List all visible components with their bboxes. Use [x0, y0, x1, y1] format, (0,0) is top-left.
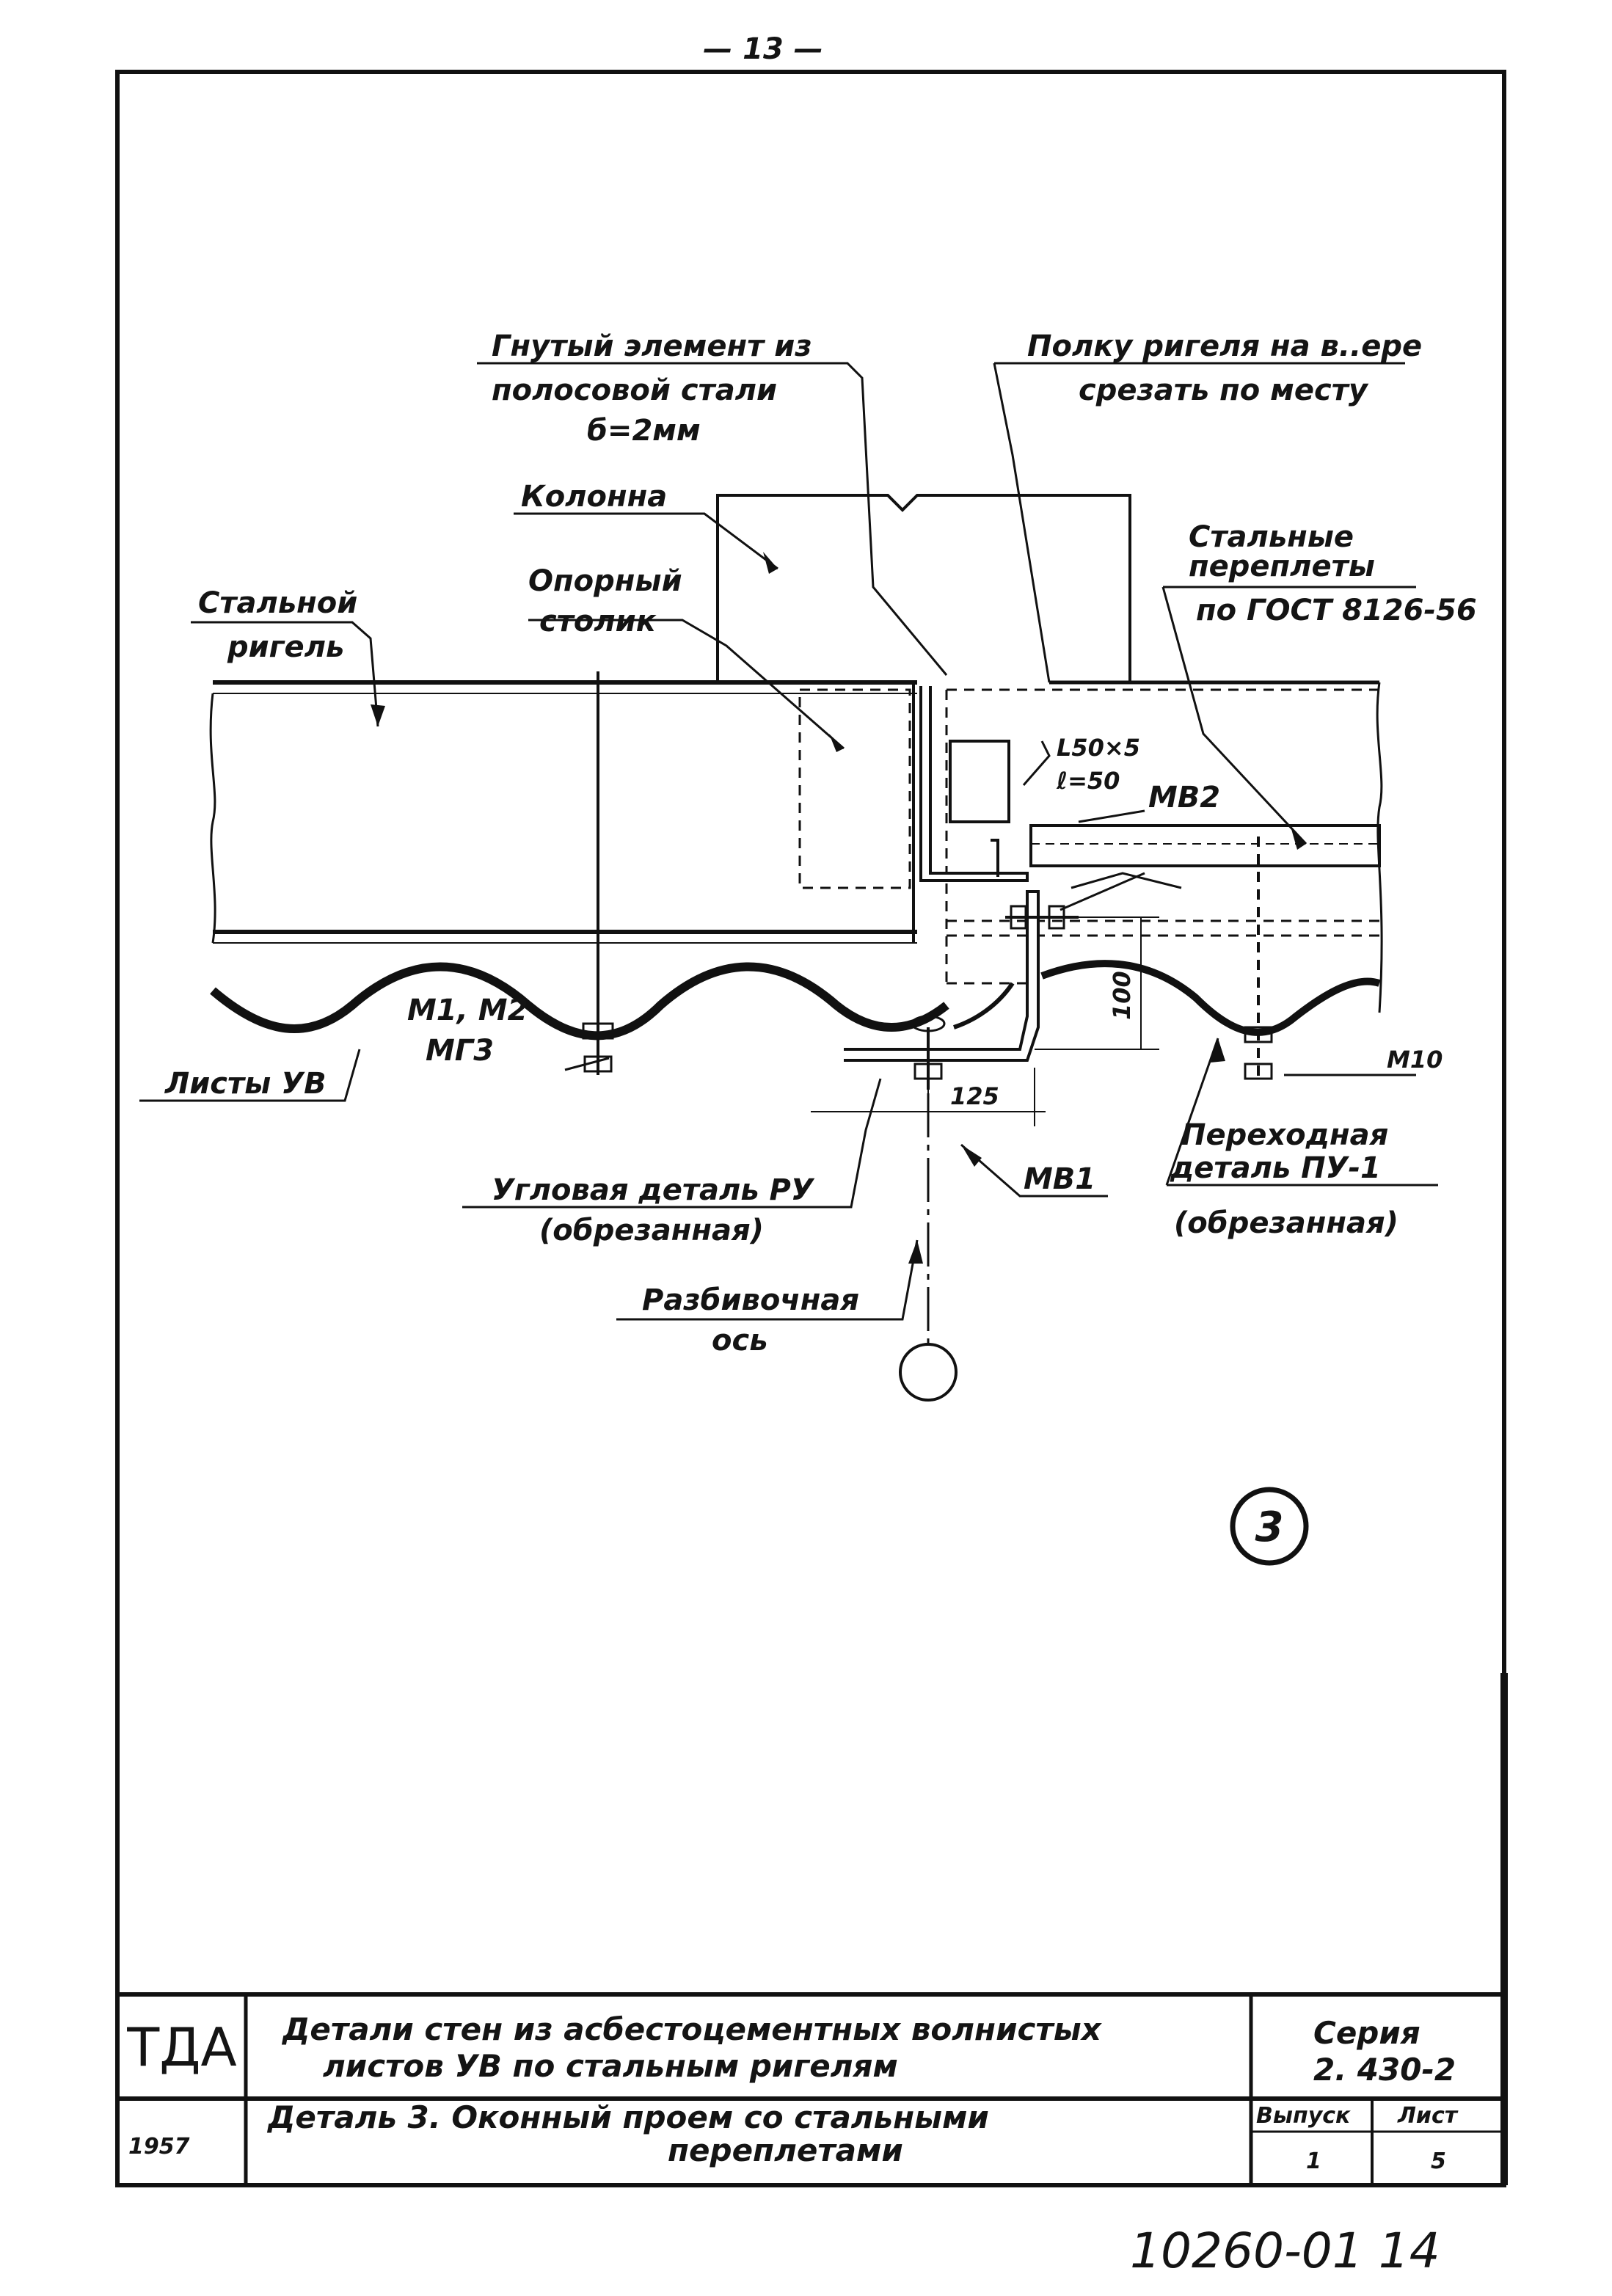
tb-sheet-value: 5: [1431, 2149, 1446, 2174]
label-sheets-uv: Листы УВ: [164, 1067, 327, 1101]
tb-title-line2: листов УВ по стальным ригелям: [323, 2048, 898, 2084]
corner-part-ru: [844, 890, 1040, 1062]
tb-issue-value: 1: [1306, 2149, 1321, 2174]
title-block-text: ТДА Детали стен из асбестоцементных волн…: [126, 2011, 1458, 2174]
tb-detail-line2: переплетами: [668, 2132, 903, 2168]
drawing-frame: [115, 70, 1506, 2187]
layout-axis-circle: [899, 1343, 958, 1402]
label-transition-part-3: (обрезанная): [1174, 1206, 1398, 1240]
label-transition-part-1: Переходная: [1181, 1118, 1388, 1152]
label-dim-125: 125: [950, 1082, 999, 1110]
label-bent-element-2: полосовой стали: [492, 373, 777, 407]
label-mg3: МГ3: [426, 1034, 494, 1068]
title-block: [117, 1992, 1504, 2185]
label-flange-cut-1: Полку ригеля на в..ере: [1027, 329, 1422, 363]
tb-year: 1957: [128, 2134, 190, 2160]
label-layout-axis-1: Разбивочная: [642, 1283, 859, 1317]
label-mv1: МВ1: [1024, 1162, 1095, 1196]
leader-arrows: [371, 552, 1306, 1264]
label-bent-element-1: Гнутый элемент из: [492, 329, 812, 363]
label-mv2: МВ2: [1148, 781, 1220, 814]
tb-sheet-label: Лист: [1397, 2103, 1459, 2129]
label-steel-frames-1: Стальные: [1189, 520, 1354, 554]
bolt-m10-nut: [1244, 1026, 1273, 1080]
tb-title-line1: Детали стен из асбестоцементных волнисты…: [281, 2011, 1103, 2047]
bent-strip-element: [919, 686, 1029, 882]
girder-right-break: [1376, 682, 1383, 1013]
label-m1m2: М1, М2: [407, 994, 528, 1027]
label-support-table-1: Опорный: [528, 564, 682, 598]
annotations: Гнутый элемент из полосовой стали б=2мм …: [164, 329, 1477, 1551]
corner-part-tab: [953, 982, 1015, 1029]
leader-lines: [139, 362, 1438, 1321]
corrugated-sheet-right: [1040, 960, 1381, 1036]
label-transition-part-2: деталь ПУ-1: [1170, 1151, 1381, 1185]
tb-detail-line1: Деталь 3. Оконный проем со стальными: [266, 2099, 989, 2135]
label-dim-100: 100: [1108, 971, 1136, 1020]
label-flange-cut-2: срезать по месту: [1079, 373, 1369, 407]
label-angle-size-2: ℓ=50: [1056, 767, 1120, 795]
angle-l50: [949, 740, 1010, 823]
detail-number: 3: [1255, 1504, 1284, 1551]
label-column: Колонна: [521, 480, 667, 514]
label-corner-part-1: Угловая деталь РУ: [492, 1173, 815, 1207]
label-steel-frames-3: по ГОСТ 8126-56: [1196, 594, 1477, 627]
detail-drawing: [139, 362, 1438, 1566]
tb-org: ТДА: [126, 2016, 236, 2078]
tb-issue-label: Выпуск: [1256, 2103, 1351, 2129]
label-steel-frames-2: переплеты: [1189, 550, 1375, 583]
label-steel-girder-2: ригель: [227, 630, 344, 664]
support-table: [798, 688, 911, 889]
label-bent-element-3: б=2мм: [587, 414, 701, 448]
page-number: — 13 —: [703, 32, 823, 66]
label-steel-girder-1: Стальной: [198, 586, 357, 620]
tb-series-label: Серия: [1313, 2015, 1420, 2051]
steel-window-frame: [991, 824, 1381, 877]
document-number: 10260-01 14: [1130, 2223, 1440, 2279]
label-m10: М10: [1387, 1046, 1443, 1074]
layout-axis: [899, 1093, 958, 1402]
steel-girder: [209, 680, 917, 944]
label-corner-part-2: (обрезанная): [539, 1214, 764, 1247]
page-number-text: — 13 —: [703, 32, 823, 66]
label-angle-size-1: L50×5: [1057, 734, 1140, 762]
dimension-100: [1035, 916, 1159, 1050]
column: [716, 494, 1131, 682]
label-support-table-2: столик: [539, 605, 657, 638]
detail-number-circle: [1230, 1487, 1309, 1566]
girder-right-dashed: [945, 688, 1379, 985]
label-layout-axis-2: ось: [712, 1324, 767, 1357]
tb-series-value: 2. 430-2: [1313, 2052, 1456, 2088]
bolt-mv1: [911, 1015, 946, 1090]
corrugated-sheet-uv: [210, 962, 949, 1041]
